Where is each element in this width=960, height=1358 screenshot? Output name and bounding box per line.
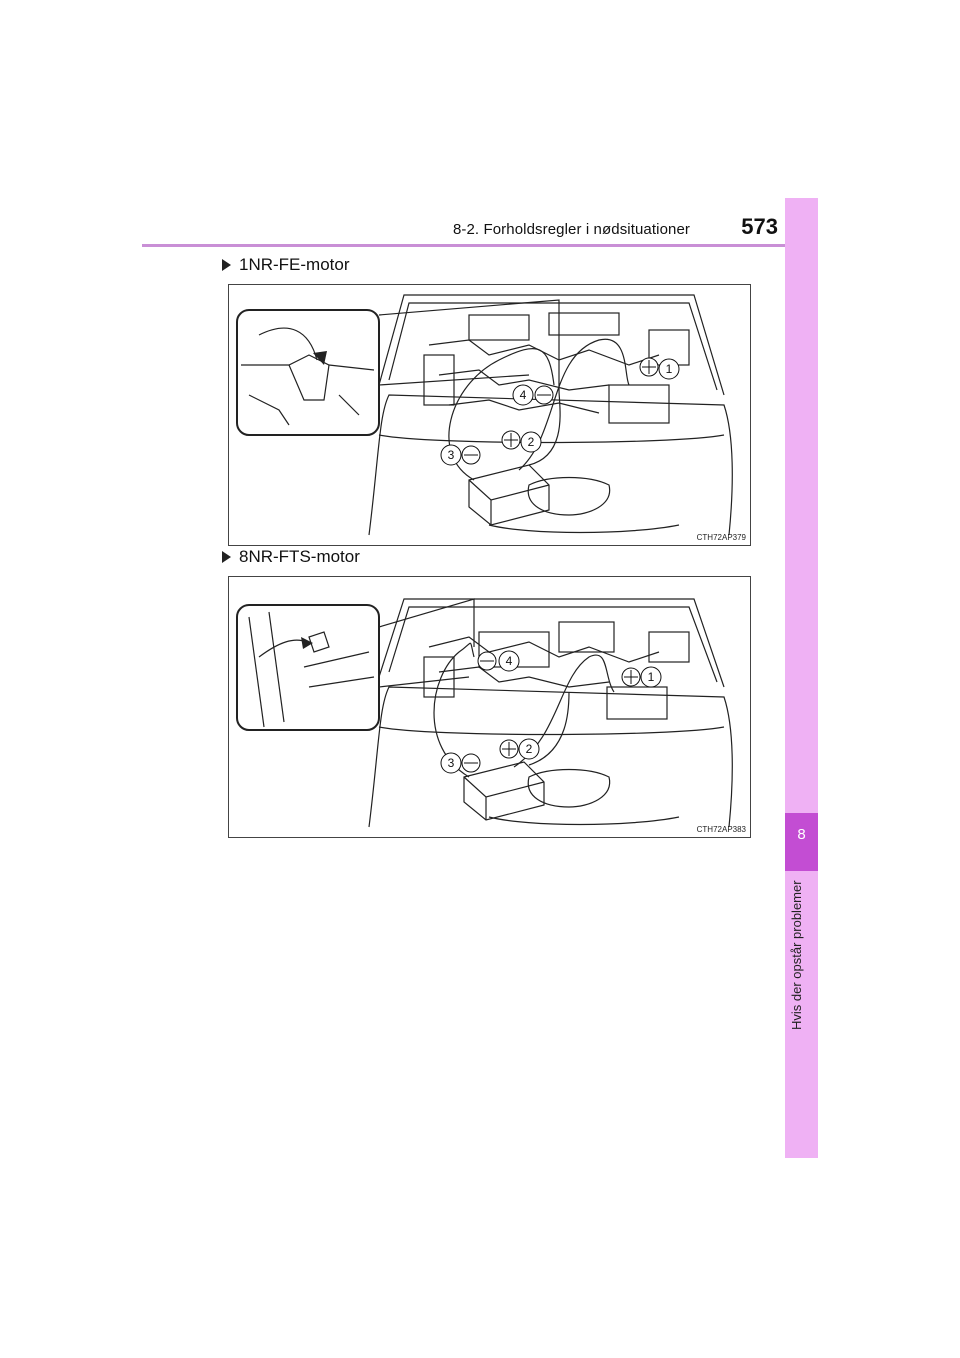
figure-2-heading-text: 8NR-FTS-motor [239, 547, 360, 566]
figure-1-callout-1: 1 [666, 362, 673, 376]
figure-2-callout-4: 4 [506, 654, 513, 668]
figure-2-code: CTH72AP383 [696, 825, 746, 834]
figure-1-callout-2: 2 [528, 435, 535, 449]
figure-2-callout-1: 1 [648, 670, 655, 684]
chapter-side-tab-active [785, 813, 818, 871]
figure-2-callout-2: 2 [526, 742, 533, 756]
figure-2: 4 1 2 3 CTH72AP383 [228, 576, 751, 838]
figure-1-heading-text: 1NR-FE-motor [239, 255, 350, 274]
figure-2-callout-3: 3 [448, 756, 455, 770]
figure-1-illustration: 1 4 2 3 [236, 294, 733, 536]
figure-1-code: CTH72AP379 [696, 533, 746, 542]
figure-1: 1 4 2 3 CTH72AP379 [228, 284, 751, 546]
page-number: 573 [741, 214, 778, 239]
chapter-side-tab [785, 198, 818, 1158]
figure-1-callout-4: 4 [520, 388, 527, 402]
triangle-bullet-icon [222, 551, 231, 563]
chapter-number: 8 [797, 826, 806, 843]
figure-1-heading: 1NR-FE-motor [222, 255, 350, 275]
figure-2-inset [236, 604, 380, 731]
header-section-title: 8-2. Forholdsregler i nødsituationer [452, 221, 690, 238]
figure-1-callout-3: 3 [448, 448, 455, 462]
header-rule [142, 244, 818, 247]
figure-2-heading: 8NR-FTS-motor [222, 547, 360, 567]
figure-2-illustration: 4 1 2 3 [236, 598, 733, 828]
chapter-title: Hvis der opstår problemer [789, 880, 804, 1030]
triangle-bullet-icon [222, 259, 231, 271]
figure-1-inset [236, 309, 380, 436]
